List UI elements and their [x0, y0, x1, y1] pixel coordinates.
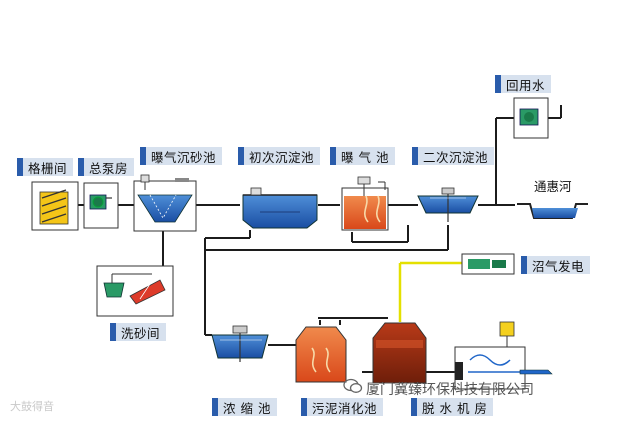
- primary-clarifier-unit: [242, 187, 318, 229]
- label-reuse-water: 回用水: [495, 75, 552, 93]
- main-water-line: [78, 105, 562, 206]
- sludge-lines: [152, 225, 455, 373]
- label-pump: 总泵房: [78, 158, 135, 176]
- label-tab: [17, 158, 23, 176]
- secondary-clarifier-unit: [417, 187, 479, 222]
- label-dewatering: 脱 水 机 房: [411, 398, 494, 416]
- label-digester: 污泥消化池: [301, 398, 384, 416]
- biogas-power-unit: [461, 253, 515, 275]
- label-tab: [78, 158, 84, 176]
- wechat-icon: [343, 378, 363, 393]
- grit-chamber-unit: [133, 174, 197, 232]
- logo-watermark: 大鼓得音: [10, 400, 54, 413]
- label-aeration: 曝 气 池: [330, 147, 395, 165]
- aeration-tank-unit: [341, 176, 389, 231]
- label-tab: [412, 147, 418, 165]
- dewatering-unit: [454, 321, 553, 390]
- digester-unit-2: [372, 322, 427, 384]
- label-tab: [330, 147, 336, 165]
- label-tab: [110, 323, 116, 341]
- biogas-line: [398, 261, 462, 322]
- river-unit: [517, 203, 588, 219]
- thickener-unit: [211, 325, 269, 362]
- sand-washing-unit: [96, 265, 174, 317]
- label-primary-clarifier: 初次沉淀池: [238, 147, 321, 165]
- label-tab: [495, 75, 501, 93]
- grille-unit: [31, 181, 79, 231]
- label-tab: [411, 398, 417, 416]
- label-tab: [238, 147, 244, 165]
- label-secondary-clarifier: 二次沉淀池: [412, 147, 495, 165]
- label-tab: [301, 398, 307, 416]
- company-watermark: 厦门冀臻环保科技有限公司: [366, 382, 534, 398]
- label-sand-washing: 洗砂间: [110, 323, 167, 341]
- reuse-water-unit: [513, 97, 549, 139]
- label-thickener: 浓 缩 池: [212, 398, 277, 416]
- label-grit-chamber: 曝气沉砂池: [140, 147, 223, 165]
- label-tab: [212, 398, 218, 416]
- label-river: 通惠河: [534, 179, 572, 194]
- pump-house-unit: [83, 182, 119, 229]
- label-biogas-power: 沼气发电: [521, 256, 591, 274]
- label-tab: [140, 147, 146, 165]
- label-tab: [521, 256, 527, 274]
- label-grille: 格栅间: [17, 158, 74, 176]
- digester-unit-1: [295, 326, 347, 383]
